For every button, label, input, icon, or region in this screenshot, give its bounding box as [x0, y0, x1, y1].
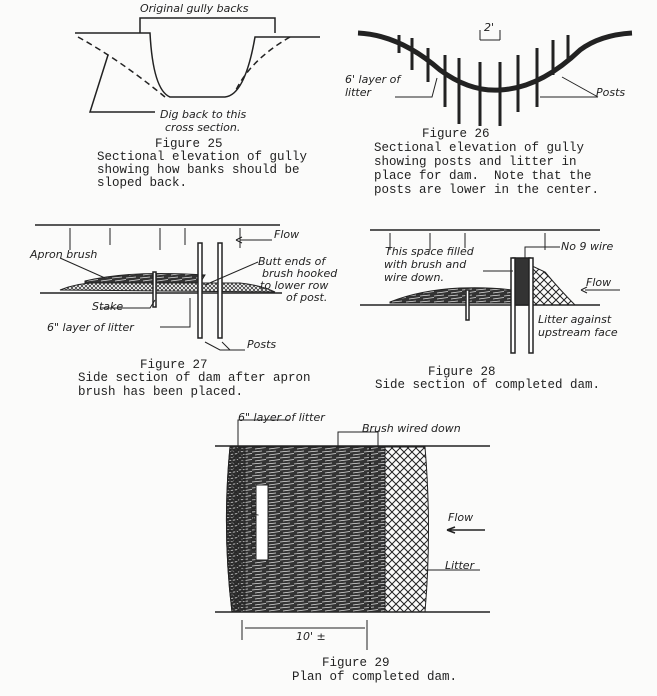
figure-27-caption-1: Side section of dam after apron	[78, 371, 311, 385]
label-litter: Litter	[445, 559, 475, 572]
label-posts: Posts	[596, 86, 626, 99]
label-2-feet: 2'	[484, 21, 495, 34]
figure-26-caption-2: showing posts and litter in	[374, 155, 577, 169]
label-litter-layer-1: 6' layer of	[345, 73, 401, 86]
figure-26-number: Figure 26	[422, 127, 490, 141]
figure-27-caption-2: brush has been placed.	[78, 385, 244, 399]
label-no9-wire: No 9 wire	[561, 240, 614, 253]
figure-26-caption-4: posts are lower in the center.	[374, 183, 600, 197]
figure-25-caption-2: showing how banks should be	[97, 163, 300, 177]
label-litter-layer: 6" layer of litter	[47, 321, 134, 334]
label-litter-layer: 6" layer of litter	[238, 411, 325, 424]
label-brush-wired-down: Brush wired down	[362, 422, 461, 435]
label-flow: Flow	[274, 228, 300, 241]
figure-28-number: Figure 28	[428, 365, 496, 379]
label-brush-apron: brush apron	[248, 493, 260, 552]
label-original-gully-backs: Original gully backs	[140, 2, 249, 15]
label-flow: Flow	[586, 276, 612, 289]
label-litter-against-2: upstream face	[538, 326, 618, 339]
label-litter-against-1: Litter against	[538, 313, 612, 326]
label-posts: Posts	[247, 338, 277, 351]
label-space-filled-1: This space filled	[385, 245, 474, 258]
figure-26-caption-1: Sectional elevation of gully	[374, 141, 585, 155]
figure-25-number: Figure 25	[155, 137, 223, 151]
figure-28-caption-1: Side section of completed dam.	[375, 378, 601, 392]
label-litter-layer-2: litter	[345, 86, 372, 99]
label-10-feet: 10' ±	[296, 630, 326, 643]
label-butt-ends-3: to lower row	[260, 279, 329, 292]
label-apron-brush: Apron brush	[30, 248, 98, 261]
label-dig-back-2: cross section.	[165, 121, 241, 134]
figure-29-caption-1: Plan of completed dam.	[292, 670, 458, 684]
figure-26-caption-3: place for dam. Note that the	[374, 169, 592, 183]
label-butt-ends-2: brush hooked	[262, 267, 338, 280]
figure-29-number: Figure 29	[322, 656, 390, 670]
posts	[397, 35, 570, 126]
figure-29-drawing	[215, 419, 490, 650]
figure-27-number: Figure 27	[140, 358, 208, 372]
label-dig-back-1: Dig back to this	[160, 108, 247, 121]
label-butt-ends-4: of post.	[286, 291, 328, 304]
figure-25-caption-3: sloped back.	[97, 176, 188, 190]
label-space-filled-2: with brush and	[384, 258, 467, 271]
figure-28-drawing	[360, 229, 600, 354]
label-stake: Stake	[92, 300, 124, 313]
figure-25-drawing	[75, 17, 320, 113]
figure-26-drawing	[357, 30, 633, 126]
label-butt-ends-1: Butt ends of	[258, 255, 326, 268]
label-flow: Flow	[448, 511, 474, 524]
label-space-filled-3: wire down.	[384, 271, 445, 284]
figure-25-caption-1: Sectional elevation of gully	[97, 150, 308, 164]
